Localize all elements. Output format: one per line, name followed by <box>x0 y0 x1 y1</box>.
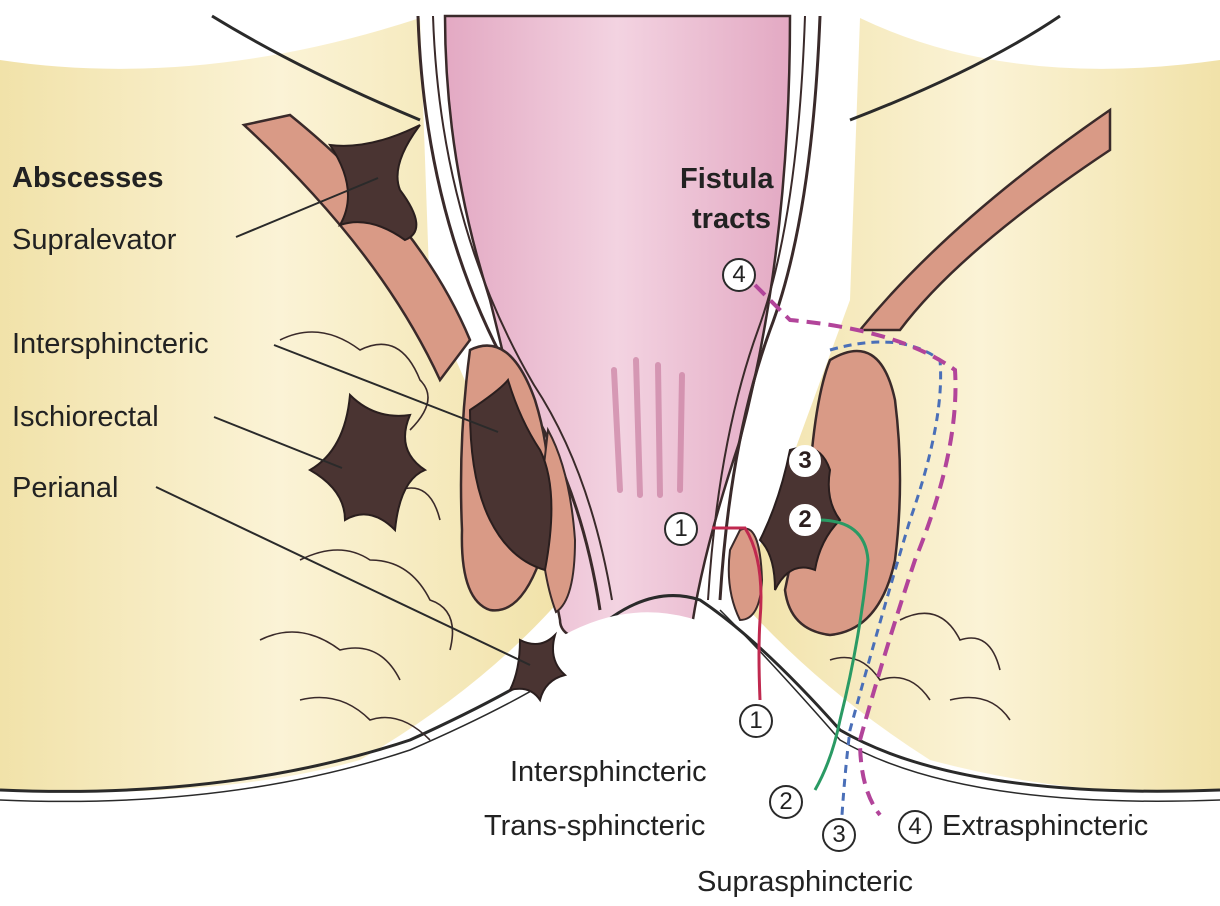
abscess-label-ischiorectal: Ischiorectal <box>12 403 159 432</box>
abscesses-heading: Abscesses <box>12 164 164 193</box>
marker-4-top: 4 <box>722 258 756 292</box>
marker-3-bottom: 3 <box>822 818 856 852</box>
marker-1-bottom: 1 <box>739 704 773 738</box>
abscess-label-supralevator: Supralevator <box>12 226 176 255</box>
marker-2-cavity: 2 <box>789 504 821 536</box>
tract-label-intersphincteric: Intersphincteric <box>510 758 707 787</box>
abscess-label-perianal: Perianal <box>12 474 118 503</box>
tract-label-trans-sphincteric: Trans-sphincteric <box>484 812 705 841</box>
fistula-heading-line1: Fistula <box>680 165 773 194</box>
tract-label-suprasphincteric: Suprasphincteric <box>697 868 913 897</box>
marker-2-bottom: 2 <box>769 785 803 819</box>
marker-3-cavity: 3 <box>789 445 821 477</box>
right-internal-sphincter <box>729 529 762 620</box>
marker-1-top: 1 <box>664 512 698 546</box>
abscess-label-intersphincteric: Intersphincteric <box>12 330 209 359</box>
marker-4-bottom: 4 <box>898 810 932 844</box>
tract-label-extrasphincteric: Extrasphincteric <box>942 812 1148 841</box>
fistula-heading-line2: tracts <box>692 205 771 234</box>
